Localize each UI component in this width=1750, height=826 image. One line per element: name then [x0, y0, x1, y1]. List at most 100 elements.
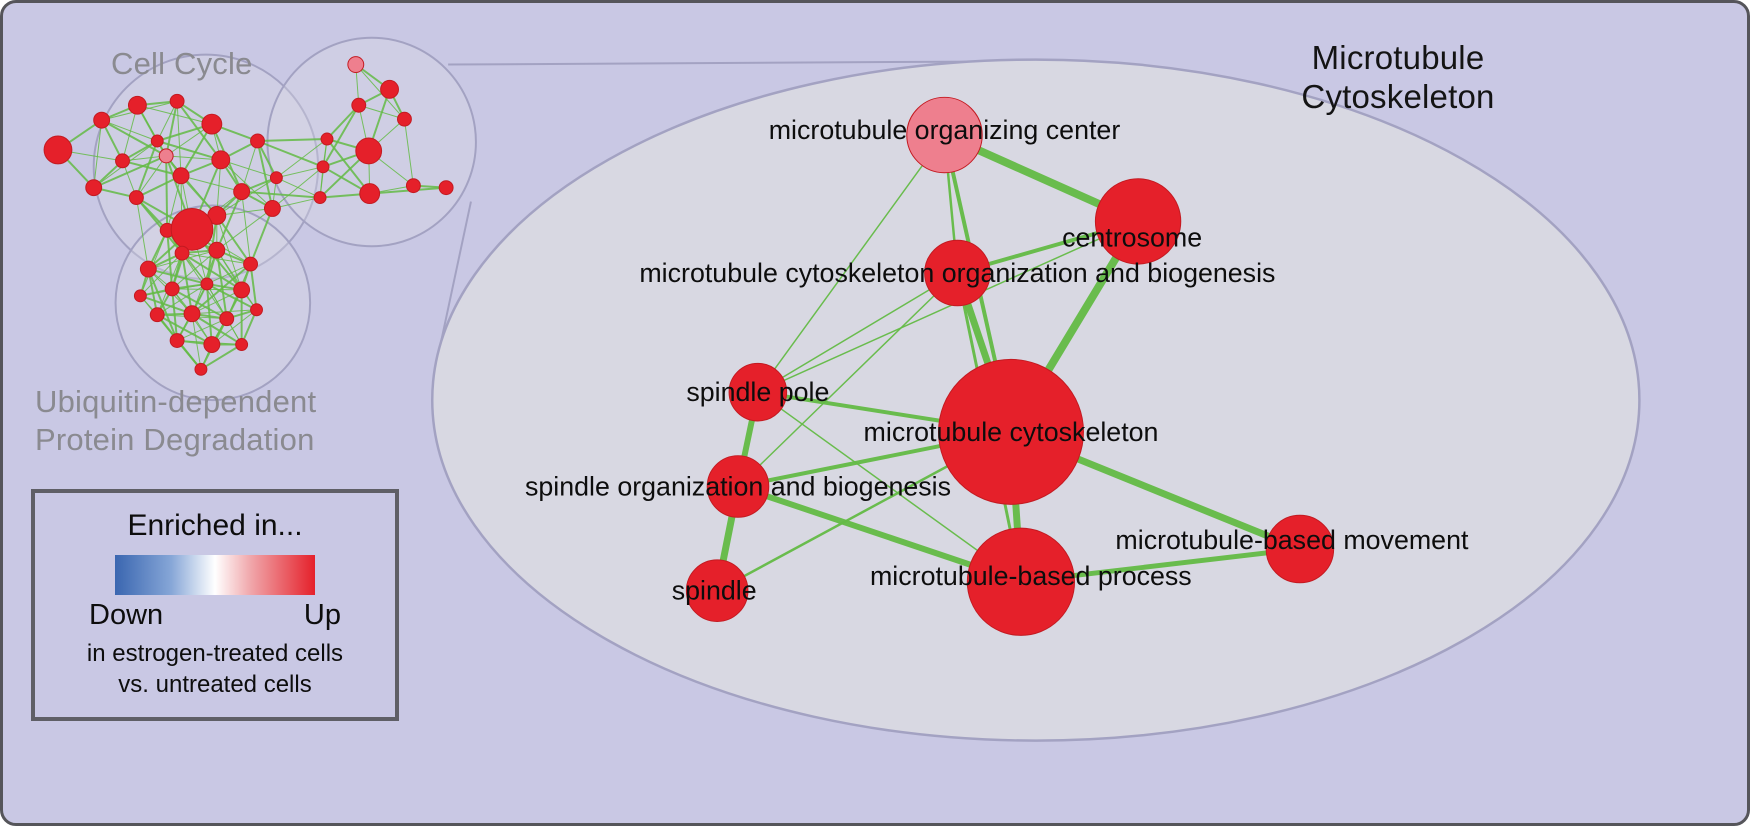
overview-node: [158, 148, 174, 164]
overview-edge: [176, 318, 227, 341]
overview-node: [320, 132, 334, 146]
overview-node: [169, 93, 185, 109]
overview-node: [208, 241, 226, 259]
overview-node: [233, 183, 251, 201]
overview-edge: [206, 263, 251, 285]
legend-gradient-bar: [115, 555, 315, 595]
overview-node: [380, 79, 399, 99]
legend-subtitle-line1: in estrogen-treated cells: [86, 640, 344, 667]
cluster-label-microtubule-line1: Microtubule: [1311, 39, 1485, 76]
overview-node: [316, 160, 330, 174]
overview-edge: [135, 140, 159, 198]
overview-node: [128, 190, 144, 206]
overview-node: [313, 191, 327, 205]
network-node-label-cytoskeleton: microtubule cytoskeleton: [864, 417, 1159, 447]
network-node-cytoskeleton: [938, 358, 1084, 505]
overview-node: [194, 362, 208, 376]
overview-edge: [140, 294, 193, 315]
overview-edge: [249, 263, 258, 310]
overview-edge: [191, 289, 242, 315]
network-edge-moc-spindlepole: [757, 134, 946, 393]
overview-edge: [165, 155, 218, 216]
overview-node: [250, 303, 263, 317]
overview-edge: [176, 101, 182, 176]
overview-node: [351, 97, 367, 113]
overview-edge: [256, 140, 274, 209]
overview-edge: [101, 119, 158, 142]
cluster-label-microtubule-line2: Cytoskeleton: [1301, 77, 1495, 115]
overview-node: [164, 281, 180, 297]
overview-edge: [220, 159, 273, 209]
overview-node: [235, 338, 249, 351]
overview-edge: [358, 104, 405, 120]
network-node-spindle: [685, 559, 749, 622]
overview-node: [243, 256, 259, 272]
legend-box: Enriched in... Down Up in estrogen-treat…: [31, 489, 399, 721]
overview-edge: [93, 120, 103, 188]
overview-edge: [200, 343, 243, 371]
overview-node: [347, 56, 365, 73]
overview-edge: [326, 138, 371, 195]
overview-edge: [181, 253, 193, 314]
overview-node: [170, 208, 214, 251]
overview-node: [233, 281, 251, 299]
overview-edge: [166, 175, 182, 231]
overview-edge: [355, 64, 405, 120]
overview-edge: [176, 100, 222, 161]
overview-node: [139, 260, 157, 278]
overview-edge: [276, 166, 324, 179]
overview-node: [201, 113, 223, 135]
network-edge-mcob-spindleorg: [737, 272, 959, 488]
overview-edge: [249, 208, 274, 265]
overview-edge: [156, 283, 208, 316]
overview-edge: [205, 283, 213, 345]
overview-node: [183, 305, 201, 323]
network-node-movement: [1265, 514, 1335, 584]
zoom-connector-line: [438, 201, 472, 351]
overview-node: [169, 333, 185, 348]
overview-node: [269, 171, 283, 185]
overview-edge: [215, 250, 228, 319]
overview-edge: [135, 197, 149, 270]
network-node-label-movement: microtubule-based movement: [1115, 525, 1469, 555]
cluster-label-ubiquitin-line2: Protein Degradation: [35, 422, 315, 458]
legend-subtitle-line2: vs. untreated cells: [118, 671, 312, 699]
overview-edge: [148, 268, 208, 285]
legend-title: Enriched in...: [127, 509, 303, 542]
cluster-label-ubiquitin: Ubiquitin-dependent Protein Degradation: [35, 383, 316, 460]
overview-node: [149, 307, 165, 323]
overview-edge: [181, 252, 251, 265]
overview-edge: [101, 119, 167, 157]
overview-node: [43, 135, 73, 165]
overview-edge: [276, 138, 328, 179]
network-node-centrosome: [1094, 178, 1182, 265]
network-node-label-spindlepole: spindle pole: [686, 377, 829, 407]
cluster-label-microtubule: Microtubule Cytoskeleton: [1253, 39, 1543, 117]
legend-down-label: Down: [89, 599, 164, 631]
overview-edge: [206, 283, 257, 311]
overview-node: [115, 153, 130, 169]
overview-edge: [171, 249, 218, 290]
overview-node: [359, 183, 381, 205]
overview-edge: [216, 214, 252, 265]
legend-updown-row: Down Up: [89, 599, 341, 632]
overview-edge: [140, 252, 183, 297]
overview-edge: [93, 154, 167, 189]
network-node-label-process: microtubule-based process: [870, 561, 1192, 591]
overview-edge: [241, 140, 258, 192]
overview-edge: [326, 104, 360, 140]
overview-edge: [191, 312, 243, 346]
overview-edge: [136, 155, 167, 198]
network-node-spindlepole: [728, 362, 788, 422]
overview-node: [219, 311, 235, 327]
overview-node: [203, 336, 221, 353]
network-node-label-moc: microtubule organizing center: [769, 115, 1121, 145]
overview-node: [396, 111, 412, 127]
network-node-label-spindle: spindle: [672, 576, 757, 606]
overview-edge: [272, 166, 324, 209]
overview-edge: [165, 101, 179, 157]
overview-node: [355, 137, 383, 165]
ubiquitin-circle: [114, 204, 312, 402]
overview-edge: [241, 190, 321, 199]
